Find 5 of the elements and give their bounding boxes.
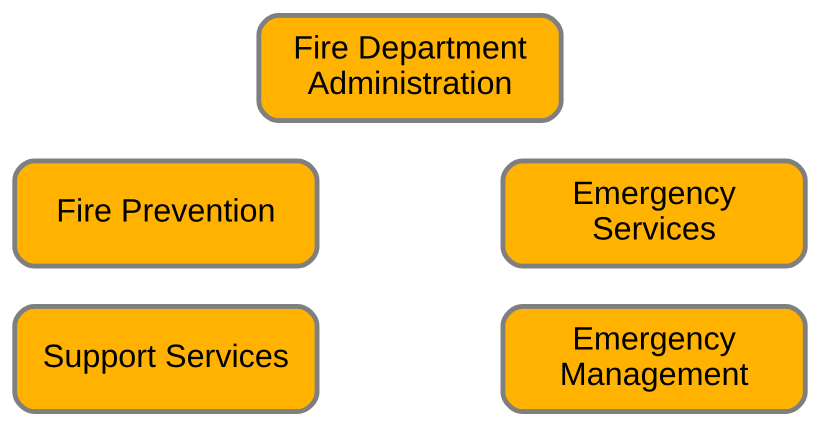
node-box: Fire Department Administration: [256, 12, 564, 122]
node-box: Emergency Management: [500, 304, 808, 414]
node-box: Fire Prevention: [12, 158, 320, 268]
node-box: Emergency Services: [500, 158, 808, 268]
node-box: Support Services: [12, 304, 320, 414]
